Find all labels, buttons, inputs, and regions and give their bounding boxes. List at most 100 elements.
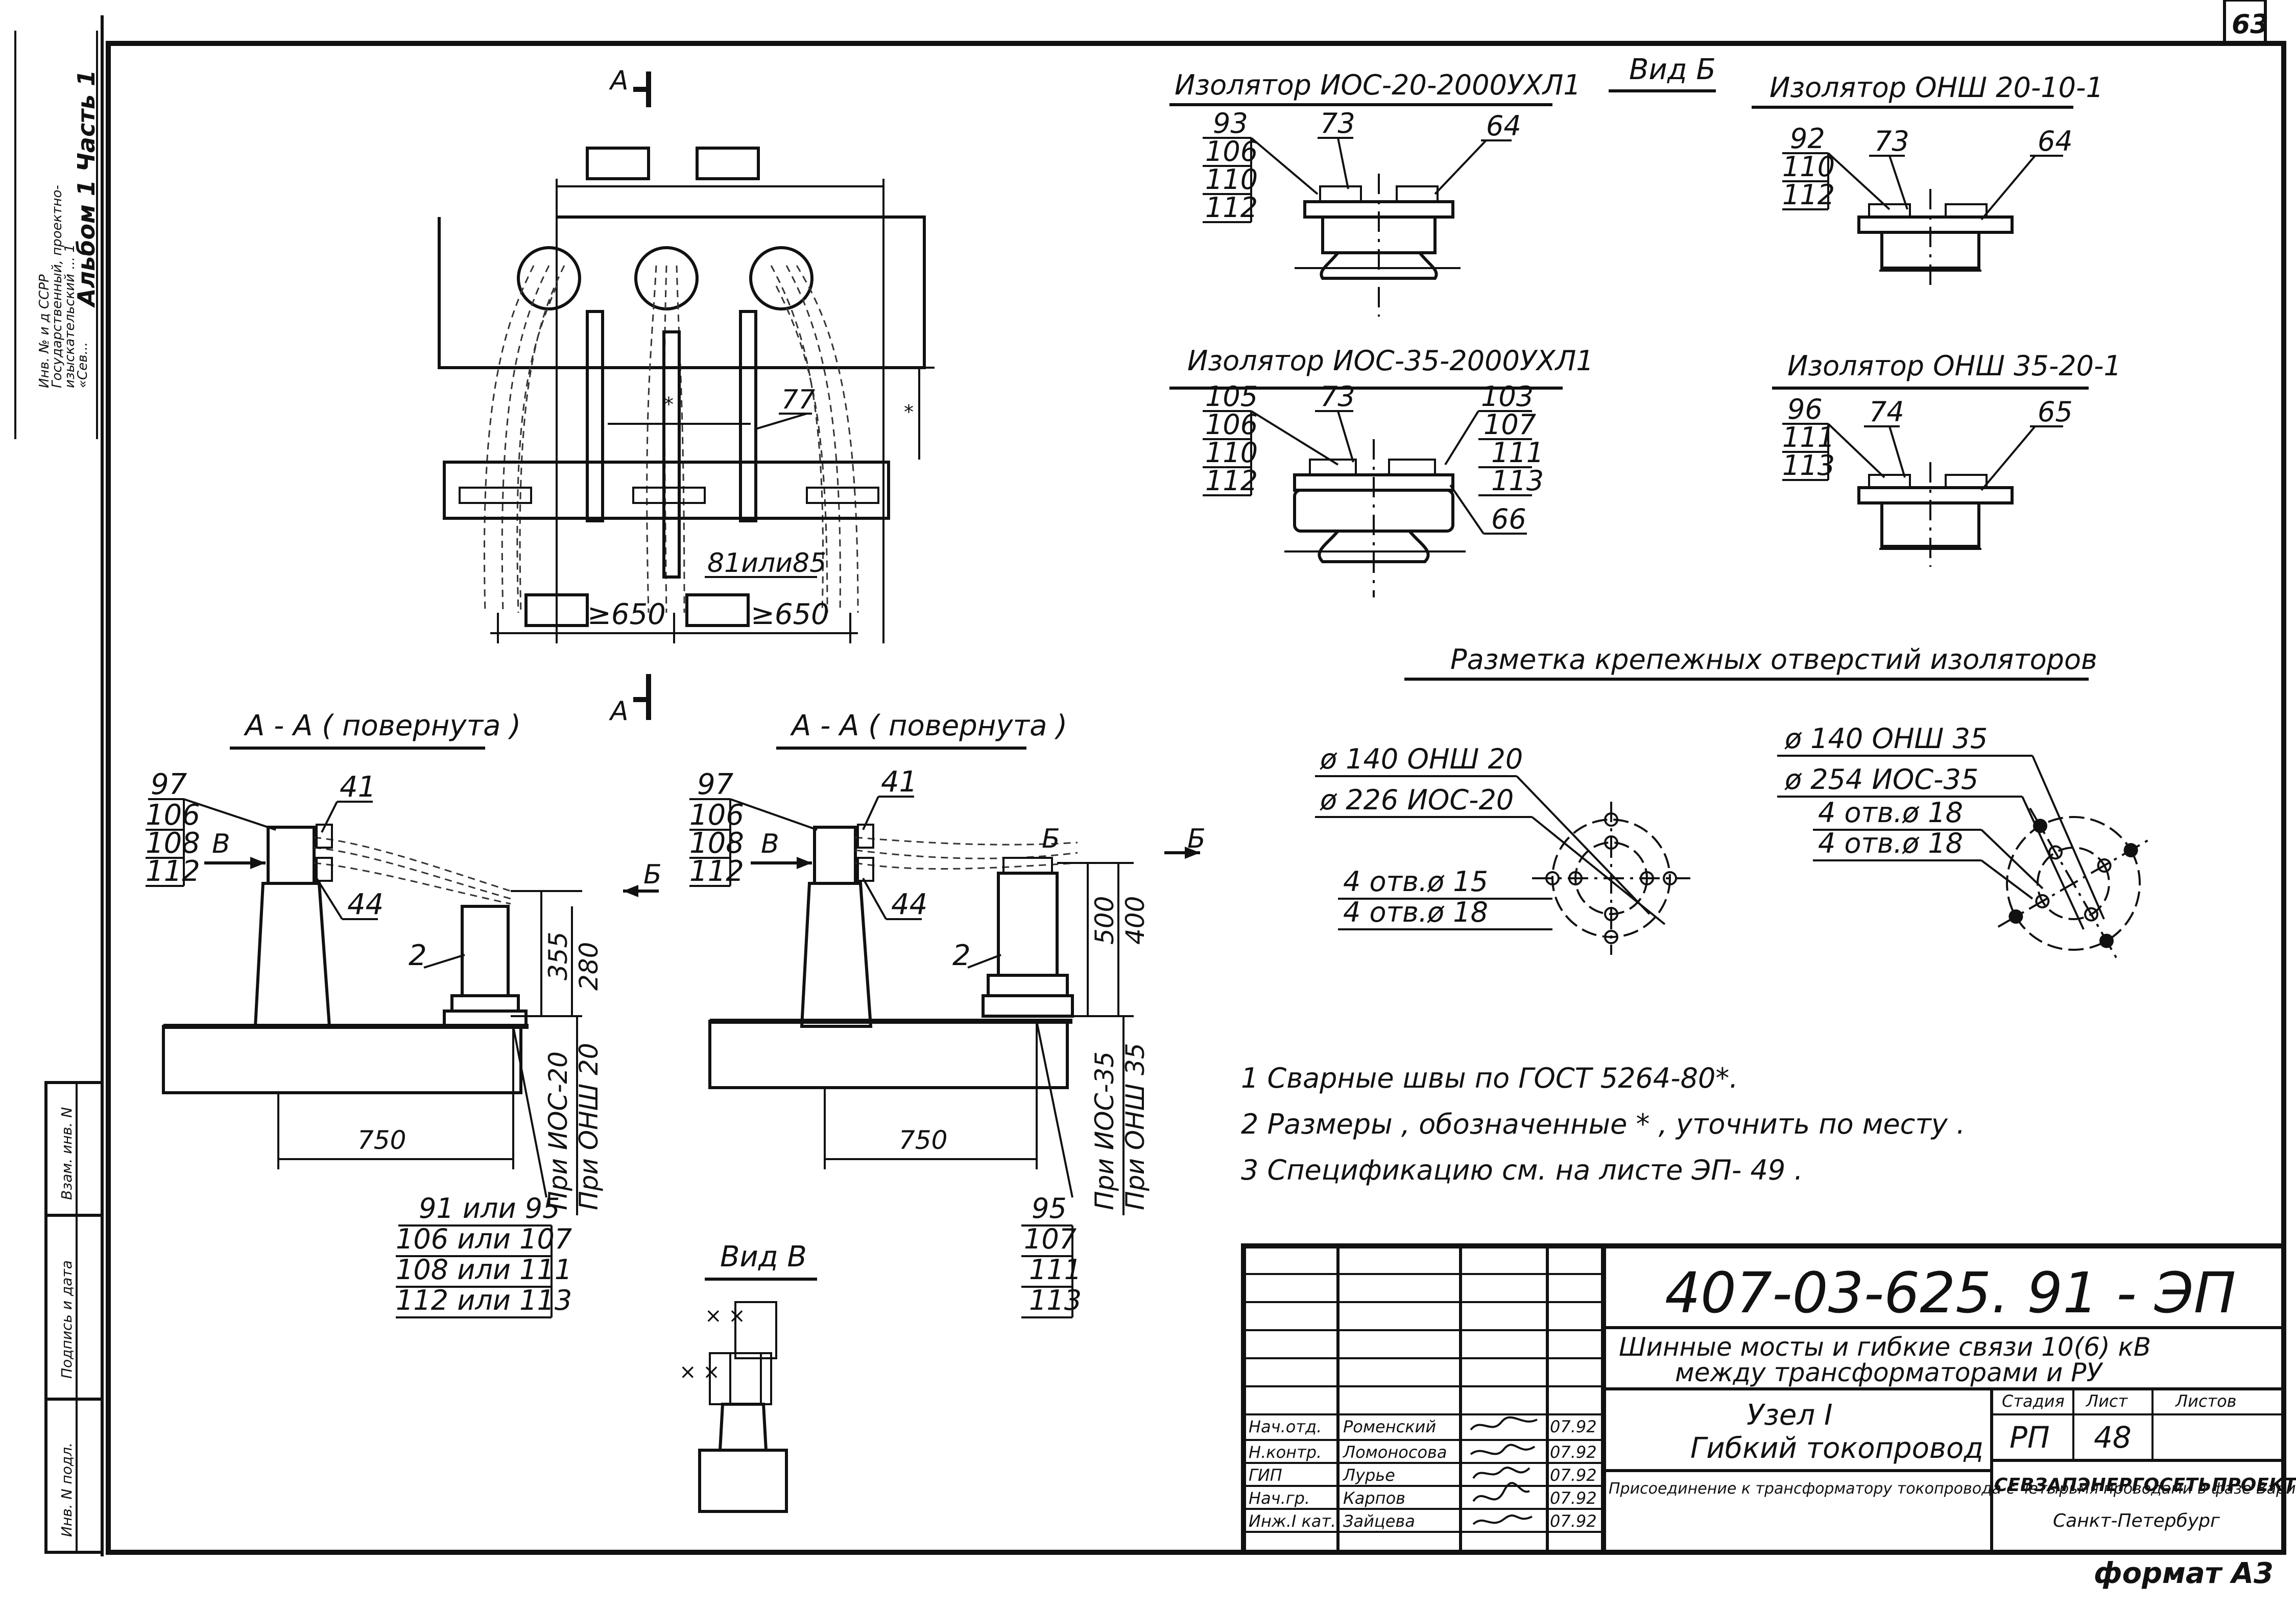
mark-right-2: 4 отв.ø 18 [1818, 797, 1963, 829]
sr-b2: 111 [1029, 1254, 1082, 1286]
mark-left-1: ø 226 ИОС-20 [1320, 784, 1514, 816]
sr-note-ios: При ИОС-35 [1090, 1051, 1119, 1210]
margin-cell-2: Подпись и дата [58, 1260, 75, 1379]
callout-77: 77 [781, 385, 815, 415]
sr-c3: 112 [689, 855, 744, 888]
sheets-header: Листов [2175, 1391, 2237, 1411]
sl-b1: 106 или 107 [396, 1223, 572, 1255]
org-name: СЕВЗАПЭНЕРГОСЕТЬПРОЕКТ [1994, 1475, 2296, 1496]
view-v-x1: × × [705, 1304, 746, 1328]
side-stamp: Инв. № и д ССРР Государственный, проектн… [14, 31, 100, 439]
person-3-date: 07.92 [1550, 1488, 1597, 1508]
section-left-callouts: 97 106 108 112 [146, 768, 276, 888]
mark-right-1: ø 254 ИОС-35 [1784, 763, 1978, 796]
sl-view-b-arrow: В [212, 829, 230, 859]
sl-b2: 108 или 111 [396, 1254, 572, 1286]
sheet-header: Лист [2086, 1391, 2128, 1411]
ios35-s3: 112 [1205, 465, 1258, 497]
project-title: Шинные мосты и гибкие связи 10(6) кВ [1619, 1332, 2151, 1362]
onsh35-title: Изолятор ОНШ 35-20-1 [1787, 350, 2121, 382]
section-right: А - А ( повернута ) 97 106 108 112 В 41 … [689, 709, 1206, 1318]
person-4-date: 07.92 [1550, 1511, 1597, 1531]
stage-header: Стадия [2002, 1391, 2065, 1411]
mark-left-0: ø 140 ОНШ 20 [1320, 743, 1523, 775]
ios20-s1: 106 [1205, 135, 1258, 167]
marking: Разметка крепежных отверстий изоляторов … [1315, 643, 2149, 959]
onsh35-s2: 113 [1782, 449, 1835, 482]
view-v-x2: × × [679, 1360, 720, 1384]
ios35-s2: 110 [1205, 437, 1258, 469]
left-margin-table: Взам. инв. N Подпись и дата Инв. N подл. [44, 1081, 104, 1554]
ios35-s0: 105 [1205, 380, 1258, 413]
onsh20-s0: 92 [1790, 123, 1825, 155]
person-1-name: Ломоносова [1343, 1443, 1447, 1462]
sl-c2: 108 [146, 827, 200, 860]
sl-dim-750: 750 [357, 1125, 406, 1155]
sheet-value: 48 [2094, 1420, 2132, 1455]
mark-right-0: ø 140 ОНШ 35 [1784, 723, 1988, 755]
people-rows: Нач.отд. Роменский 07.92 Н.контр. Ломоно… [1249, 1417, 1597, 1531]
onsh35-s0: 96 [1787, 393, 1823, 425]
section-right-title: А - А ( повернута ) [790, 709, 1067, 742]
doc-code: 407-03-625. 91 - ЭП [1665, 1260, 2236, 1326]
ios20-c73: 73 [1320, 107, 1355, 139]
onsh20-c64: 64 [2038, 125, 2073, 157]
ios35-title: Изолятор ИОС-35-2000УХЛ1 [1187, 345, 1594, 377]
signatures [1470, 1416, 1538, 1525]
section-right-callouts: 97 106 108 112 [689, 768, 818, 888]
view-v: Вид В × × × × [679, 1240, 817, 1513]
person-2-name: Лурье [1343, 1465, 1395, 1485]
side-stamp-line2: Государственный, проектно- [50, 185, 65, 388]
sr-b1: 107 [1024, 1223, 1077, 1255]
sl-c0: 97 [151, 768, 187, 801]
ios20-s3: 112 [1205, 191, 1258, 224]
description: Присоединение к трансформатору токопрово… [1609, 1480, 2296, 1498]
ios20-title: Изолятор ИОС-20-2000УХЛ1 [1175, 69, 1581, 101]
sl-callout-44: 44 [347, 888, 384, 921]
sl-dim-280: 280 [574, 942, 604, 991]
sr-c0: 97 [697, 768, 734, 801]
note-3: 3 Спецификацию см. на листе ЭП- 49 . [1241, 1154, 1803, 1186]
project-title-full: Шинные мосты и гибкие связи 10(6) кВ меж… [1619, 1332, 2296, 1362]
mark-left-3: 4 отв.ø 18 [1343, 896, 1488, 928]
margin-cell-1: Взам. инв. N [58, 1107, 75, 1200]
sr-arrow-b-left: Б [1042, 824, 1060, 854]
person-2-date: 07.92 [1550, 1465, 1597, 1485]
sl-dim-355: 355 [543, 932, 573, 980]
sr-callout-41: 41 [881, 765, 917, 799]
person-4-role: Инж.I кат. [1249, 1511, 1336, 1531]
album-label: Альбом 1 Часть 1 [73, 70, 100, 308]
ios35-r2: 111 [1491, 437, 1544, 469]
org-city: Санкт-Петербург [2053, 1510, 2220, 1531]
sl-b3: 112 или 113 [396, 1284, 572, 1316]
view-b-title: Вид Б [1629, 53, 1716, 86]
sr-c1: 106 [689, 799, 744, 832]
dim-650-right: ≥650 [751, 598, 829, 631]
margin-cell-3: Инв. N подл. [58, 1443, 75, 1537]
onsh35-c65: 65 [2038, 396, 2073, 428]
person-3-name: Карпов [1343, 1488, 1405, 1508]
title-block: 407-03-625. 91 - ЭП Шинные мосты и гибки… [1241, 1243, 2296, 1555]
project-title-line2: между трансформаторами и РУ [1675, 1358, 2103, 1387]
insulators: Изолятор ИОС-20-2000УХЛ1 93 106 110 112 … [1169, 53, 2121, 597]
onsh20-title: Изолятор ОНШ 20-10-1 [1769, 71, 2103, 104]
ios35-r1: 107 [1484, 408, 1536, 441]
node-name: Гибкий токопровод [1690, 1432, 1983, 1465]
person-1-role: Н.контр. [1249, 1443, 1322, 1462]
mark-right-3: 4 отв.ø 18 [1818, 827, 1963, 859]
ios20-s0: 93 [1213, 107, 1248, 139]
onsh20-s1: 110 [1782, 151, 1835, 183]
sr-view-b-arrow: В [761, 829, 779, 859]
note-1: 1 Сварные швы по ГОСТ 5264-80*. [1241, 1062, 1738, 1094]
notes: 1 Сварные швы по ГОСТ 5264-80*. 2 Размер… [1241, 1062, 1965, 1186]
sr-callout-44: 44 [891, 888, 927, 921]
person-0-name: Роменский [1343, 1417, 1436, 1436]
sr-b3: 113 [1029, 1284, 1082, 1316]
person-2-role: ГИП [1249, 1465, 1282, 1485]
mark-left-2: 4 отв.ø 15 [1343, 866, 1488, 898]
section-mark-top: А [609, 65, 629, 96]
person-0-role: Нач.отд. [1249, 1417, 1322, 1436]
sl-b0: 91 или 95 [419, 1192, 560, 1224]
note-2: 2 Размеры , обозначенные * , уточнить по… [1241, 1108, 1965, 1140]
